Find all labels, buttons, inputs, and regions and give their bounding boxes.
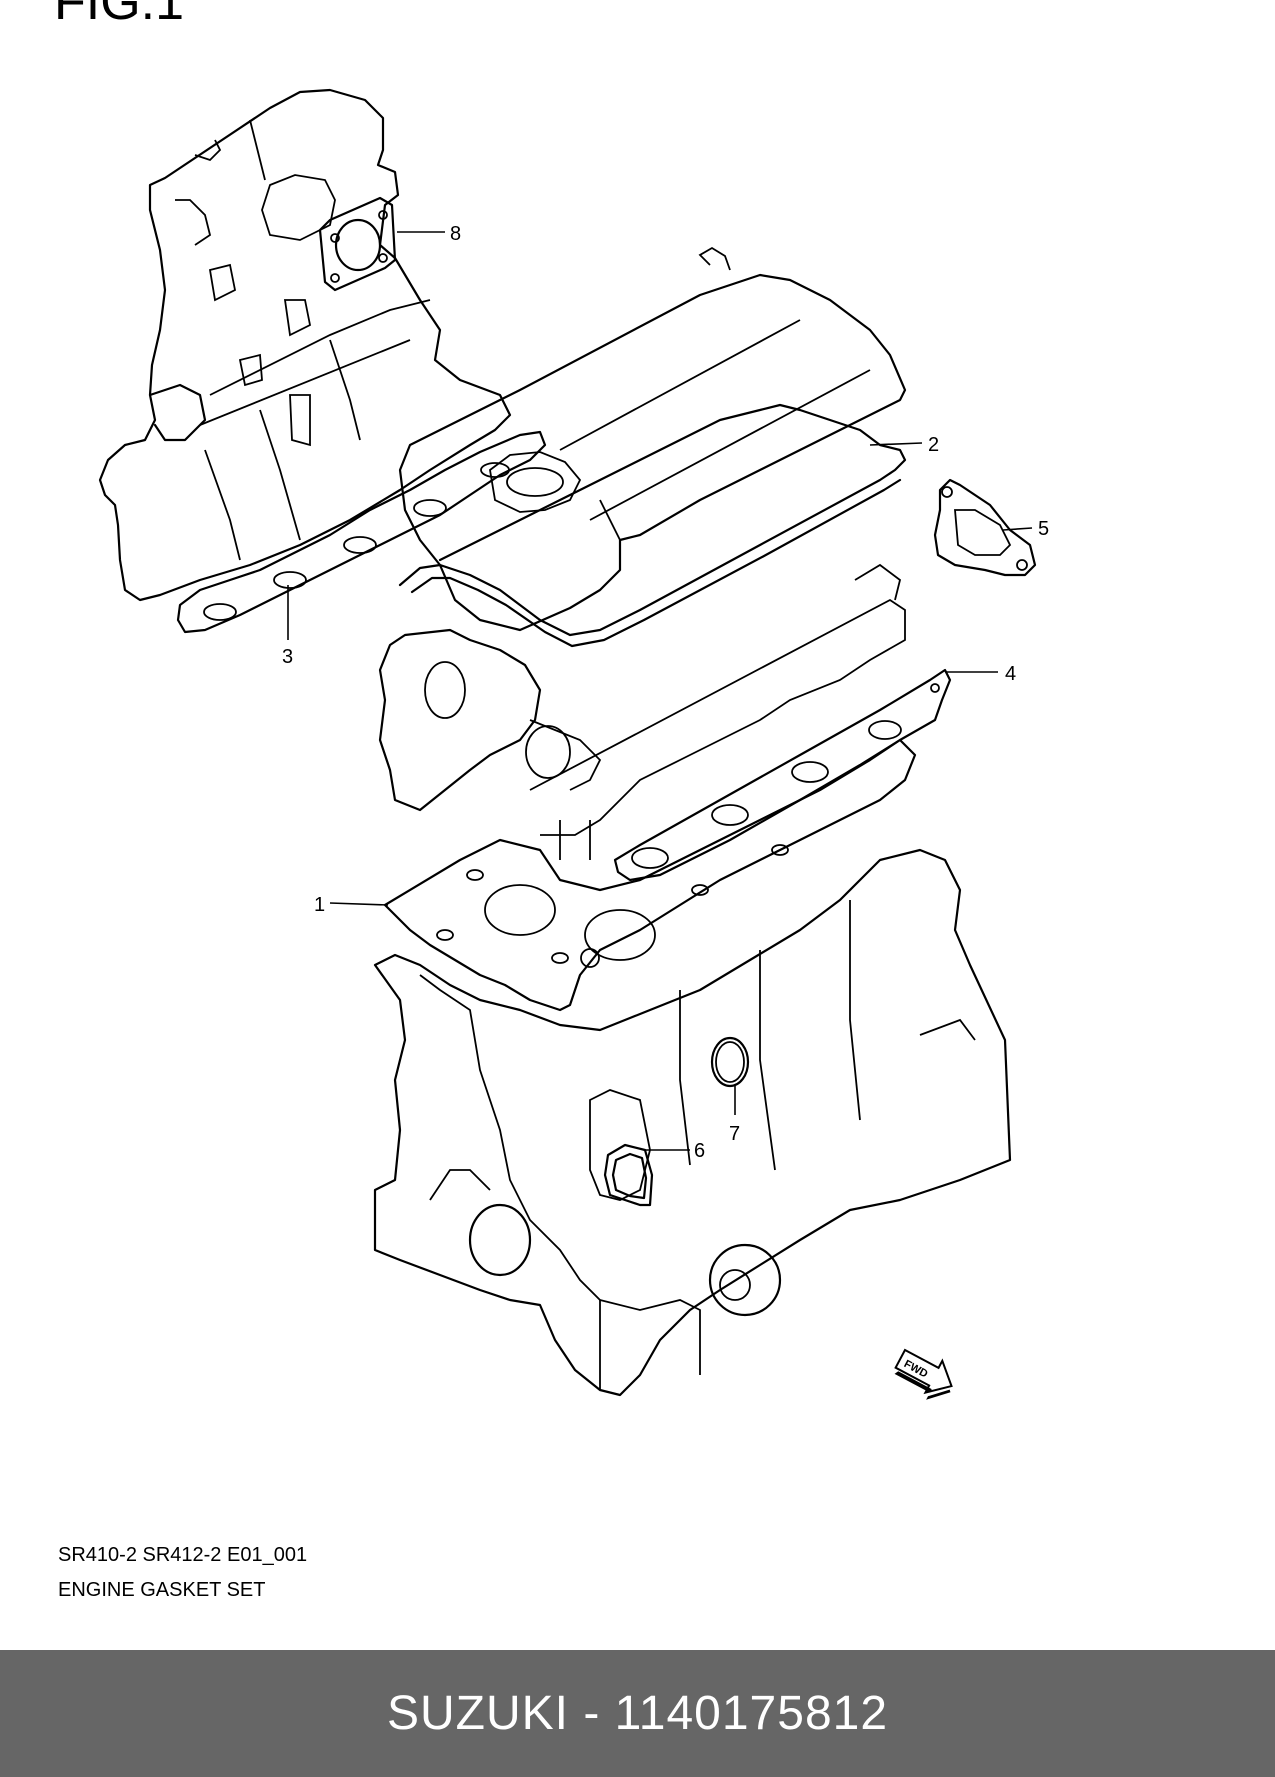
callout-label-4: 4 [1005, 663, 1016, 685]
head-cover-gasket [398, 403, 907, 648]
callout-label-2: 2 [928, 434, 939, 456]
callout-label-3: 3 [282, 646, 293, 668]
callout-label-7: 7 [729, 1123, 740, 1145]
oil-seal-gasket [603, 1143, 654, 1207]
engine-gasket-diagram: FWD 8 2 5 3 4 1 6 7 [98, 88, 1049, 1400]
cylinder-head-cover [398, 246, 907, 632]
throttle-body-gasket [318, 196, 397, 292]
o-ring-gasket [710, 1036, 750, 1088]
footer-part-number: SUZUKI - 1140175812 [386, 1687, 889, 1740]
callout-label-8: 8 [450, 223, 461, 245]
water-outlet-gasket [933, 478, 1037, 577]
cylinder-head [378, 563, 906, 860]
callout-4: 4 [945, 663, 1016, 685]
fwd-arrow-badge: FWD [894, 1348, 953, 1400]
diagram-name-caption: ENGINE GASKET SET [58, 1579, 266, 1601]
callout-label-1: 1 [314, 894, 325, 916]
callout-3: 3 [282, 585, 293, 668]
callout-5: 5 [1002, 518, 1049, 540]
callout-6: 6 [645, 1140, 705, 1162]
callout-8: 8 [397, 223, 461, 245]
footer-bar: SUZUKI - 1140175812 [0, 1650, 1275, 1777]
intake-manifold [98, 88, 512, 602]
figure-title: FIG.1 [54, 0, 185, 31]
callout-2: 2 [869, 434, 939, 456]
engine-block [373, 848, 1012, 1397]
callout-7: 7 [729, 1086, 740, 1145]
diagram-code-caption: SR410-2 SR412-2 E01_001 [58, 1544, 308, 1566]
callout-1: 1 [314, 894, 389, 916]
callout-label-5: 5 [1038, 518, 1049, 540]
cylinder-head-gasket [383, 738, 917, 1012]
exhaust-manifold-gasket [613, 668, 952, 882]
callout-label-6: 6 [694, 1140, 705, 1162]
